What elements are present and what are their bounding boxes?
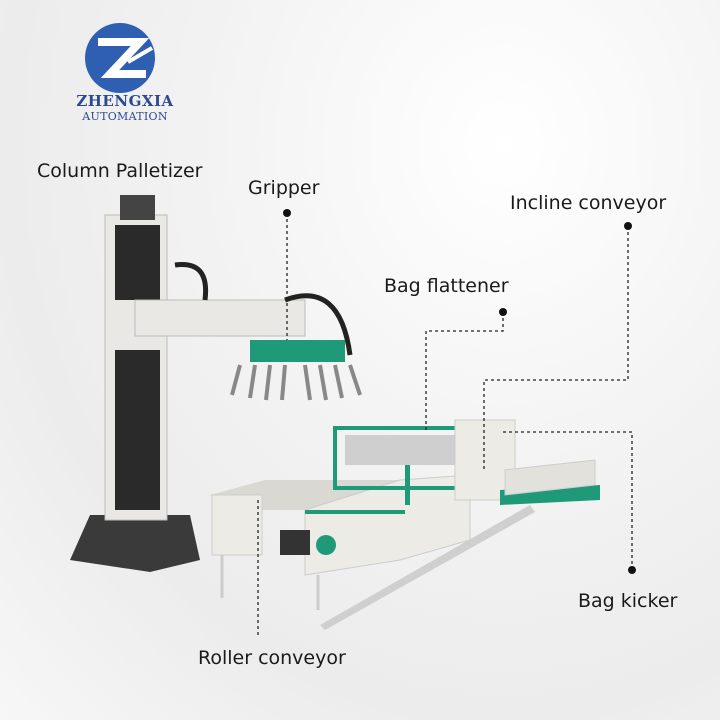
gripper-dot (283, 209, 291, 217)
label-roller-conveyor: Roller conveyor (198, 647, 346, 669)
label-incline-conveyor: Incline conveyor (510, 192, 667, 214)
incline-conveyor-dot (624, 222, 632, 230)
bag-kicker-leader (500, 431, 633, 570)
bag-kicker-dot (628, 566, 636, 574)
leader-lines (257, 213, 633, 635)
label-bag-flattener: Bag flattener (384, 275, 509, 297)
column-palletizer (70, 195, 353, 572)
brand-logo: ZHENGXIA AUTOMATION (70, 92, 180, 123)
conveyor-line (210, 419, 600, 630)
label-bag-kicker: Bag kicker (578, 590, 678, 612)
logo-icon (85, 23, 155, 93)
label-column-palletizer: Column Palletizer (37, 160, 203, 182)
bag-flattener-leader (425, 312, 504, 430)
gripper (230, 340, 362, 401)
brand-name: ZHENGXIA (76, 92, 174, 110)
label-gripper: Gripper (248, 177, 320, 199)
incline-conveyor-leader (483, 226, 629, 470)
brand-subtitle: AUTOMATION (82, 110, 168, 123)
bag-flattener-dot (499, 308, 507, 316)
